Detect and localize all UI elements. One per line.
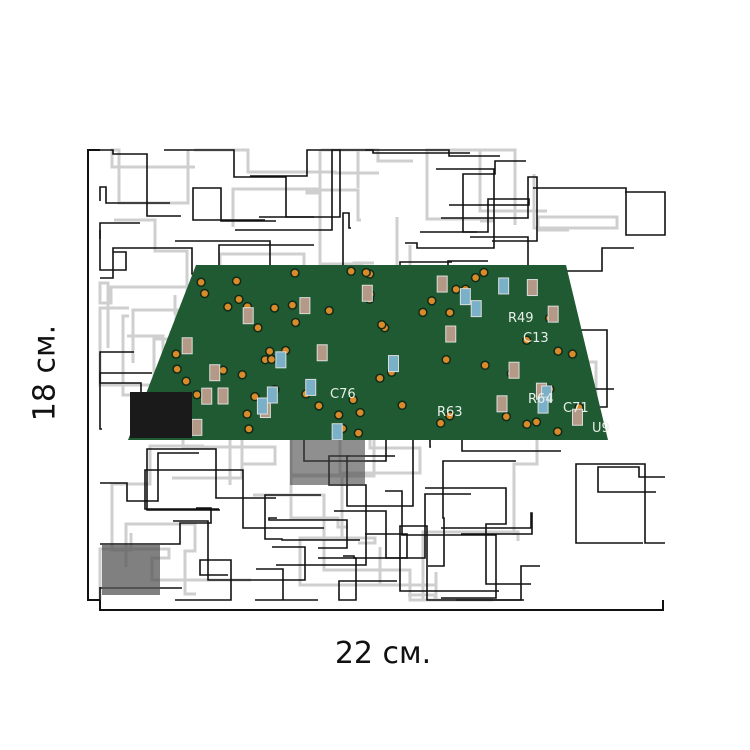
pcb-label-c13: C13	[523, 331, 549, 346]
pcb-label-r49: R49	[508, 311, 534, 326]
height-dimension-label: 18 см.	[27, 324, 63, 422]
pcb-label-r63: R63	[437, 405, 463, 420]
width-dimension-label: 22 см.	[334, 636, 432, 671]
width-bracket	[99, 600, 664, 611]
pcb-label-u9: U9	[592, 421, 610, 436]
lower-dark-blocks	[102, 440, 365, 595]
pcb-label-c76: C76	[330, 387, 356, 402]
pcb-photo: C76 R63 R64 C71 U9 C13 R49	[128, 265, 610, 441]
pcb-label-r64: R64	[528, 392, 554, 407]
pcb-label-c71: C71	[563, 401, 589, 416]
height-bracket	[87, 149, 100, 601]
